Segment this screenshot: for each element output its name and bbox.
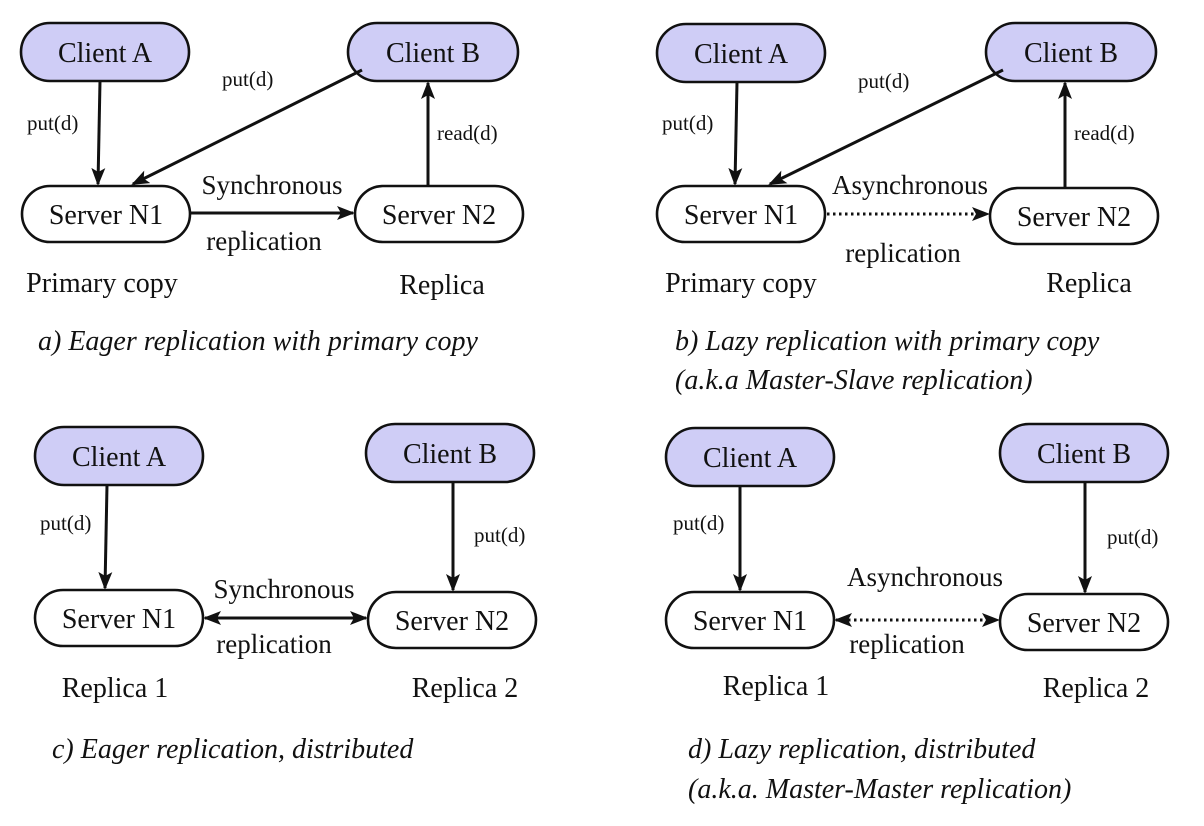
caption-line-1: b) Lazy replication with primary copy xyxy=(675,326,1100,357)
server-n1-label: Server N1 xyxy=(693,606,807,637)
client-a-node xyxy=(664,426,836,488)
label-replication-type: Synchronous xyxy=(202,170,343,200)
edge-client-b-to-n1 xyxy=(131,68,363,186)
role-n1: Primary copy xyxy=(26,268,178,299)
label-put-client-b: put(d) xyxy=(222,67,273,91)
server-n2-label: Server N2 xyxy=(1017,202,1131,233)
label-read-client-b: read(d) xyxy=(1074,121,1135,145)
client-b-label: Client B xyxy=(1037,439,1131,470)
server-n1-node xyxy=(655,184,827,244)
label-replication: replication xyxy=(216,629,332,659)
label-put-client-a: put(d) xyxy=(662,111,713,135)
role-n2: Replica xyxy=(399,270,485,301)
server-n2-label: Server N2 xyxy=(1027,608,1141,639)
role-n2: Replica 2 xyxy=(412,673,519,704)
client-a-label: Client A xyxy=(58,38,153,69)
label-put-client-a: put(d) xyxy=(40,511,91,535)
client-a-label: Client A xyxy=(694,39,789,70)
server-n1-label: Server N1 xyxy=(684,200,798,231)
client-a-label: Client A xyxy=(703,443,798,474)
label-replication: replication xyxy=(845,238,961,268)
client-b-label: Client B xyxy=(403,439,497,470)
panel-c: Client A Client B Server N1 Server N2 pu… xyxy=(33,422,538,765)
panel-b: Client A Client B Server N1 Server N2 pu… xyxy=(655,21,1160,396)
server-n1-label: Server N1 xyxy=(49,200,163,231)
label-replication-type: Asynchronous xyxy=(832,170,988,200)
caption-line-1: d) Lazy replication, distributed xyxy=(688,734,1036,765)
client-a-node xyxy=(33,425,205,487)
client-a-node xyxy=(655,22,827,84)
client-a-node xyxy=(19,21,191,83)
role-n2: Replica xyxy=(1046,268,1132,299)
edge-client-b-to-n1 xyxy=(768,68,1004,186)
client-a-label: Client A xyxy=(72,442,167,473)
server-n2-node xyxy=(988,186,1160,246)
label-put-client-b: put(d) xyxy=(858,69,909,93)
caption: c) Eager replication, distributed xyxy=(52,734,414,765)
server-n2-node xyxy=(998,592,1170,652)
label-put-client-b: put(d) xyxy=(1107,525,1158,549)
server-n2-label: Server N2 xyxy=(395,606,509,637)
label-replication: replication xyxy=(206,226,322,256)
server-n2-node xyxy=(366,590,538,650)
label-replication-type: Asynchronous xyxy=(847,562,1003,592)
edge-client-a-to-n1 xyxy=(91,80,106,186)
role-n2: Replica 2 xyxy=(1043,673,1150,704)
panel-d: Client A Client B Server N1 Server N2 pu… xyxy=(664,422,1170,805)
label-replication-type: Synchronous xyxy=(214,574,355,604)
edge-client-a-to-n1 xyxy=(98,484,113,590)
edge-client-a-to-n1 xyxy=(728,81,743,186)
caption: a) Eager replication with primary copy xyxy=(38,326,478,357)
client-b-label: Client B xyxy=(1024,38,1118,69)
server-n1-label: Server N1 xyxy=(62,604,176,635)
role-n1: Replica 1 xyxy=(723,671,830,702)
role-n1: Primary copy xyxy=(665,268,817,299)
client-b-node xyxy=(364,422,536,484)
label-replication: replication xyxy=(849,629,965,659)
label-read-client-b: read(d) xyxy=(437,121,498,145)
label-put-client-a: put(d) xyxy=(673,511,724,535)
caption-line-2: (a.k.a Master-Slave replication) xyxy=(675,365,1033,396)
client-b-label: Client B xyxy=(386,38,480,69)
label-put-client-b: put(d) xyxy=(474,523,525,547)
label-put-client-a: put(d) xyxy=(27,111,78,135)
server-n2-node xyxy=(353,184,525,244)
role-n1: Replica 1 xyxy=(62,673,169,704)
caption-line-2: (a.k.a. Master-Master replication) xyxy=(688,774,1071,805)
server-n2-label: Server N2 xyxy=(382,200,496,231)
panel-a: Client A Client B Server N1 Server N2 pu… xyxy=(19,21,525,357)
